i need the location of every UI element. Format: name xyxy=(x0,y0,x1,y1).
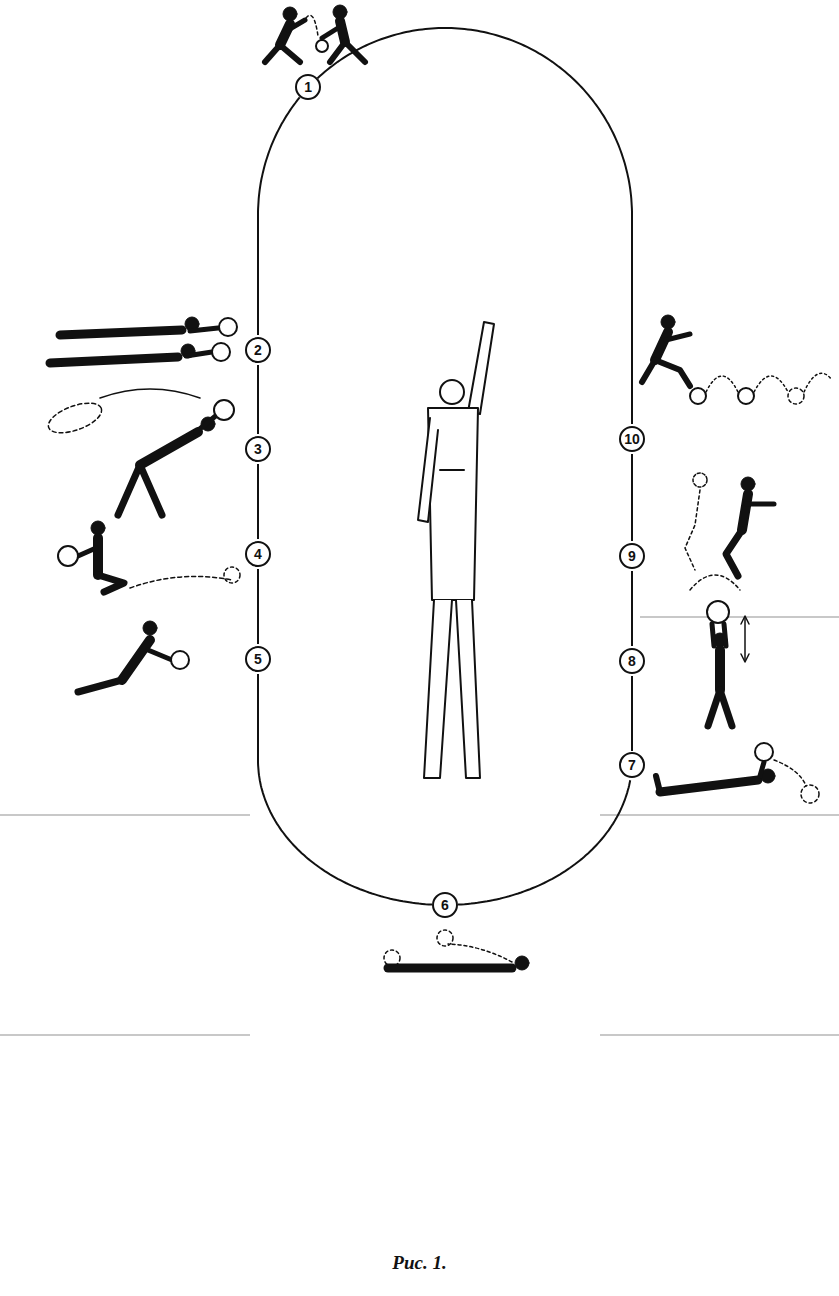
overhead-ball-figure xyxy=(707,601,749,726)
jumping-figure xyxy=(685,473,774,590)
figure-caption: Рис. 1. xyxy=(0,1252,839,1274)
track-segment xyxy=(631,454,633,541)
running-figure xyxy=(642,315,832,404)
station-number: 10 xyxy=(624,432,640,446)
kneeling-figure xyxy=(58,521,240,592)
station-circle: 1 xyxy=(295,74,321,100)
station-circle: 3 xyxy=(245,436,271,462)
station-number: 2 xyxy=(254,343,262,357)
prone-figure xyxy=(656,743,819,803)
station-number: 5 xyxy=(254,652,262,666)
track-segment xyxy=(631,571,633,646)
track-segment xyxy=(257,569,259,644)
station-number: 7 xyxy=(628,758,636,772)
track-segment xyxy=(631,676,633,751)
station-circle: 10 xyxy=(619,426,645,452)
station-number: 4 xyxy=(254,547,262,561)
station-circle: 5 xyxy=(245,646,271,672)
station-circle: 8 xyxy=(619,648,645,674)
supine-figure xyxy=(384,930,529,970)
station-number: 6 xyxy=(441,898,449,912)
coach-figure xyxy=(418,322,494,778)
station-circle: 4 xyxy=(245,541,271,567)
station-circle: 6 xyxy=(432,892,458,918)
station-number: 3 xyxy=(254,442,262,456)
station-circle: 9 xyxy=(619,543,645,569)
bleed-through-rules xyxy=(0,617,839,1035)
station-circle: 2 xyxy=(245,337,271,363)
station-number: 9 xyxy=(628,549,636,563)
lying-figures xyxy=(50,317,237,363)
track-segment xyxy=(258,674,432,905)
track-segment xyxy=(257,464,259,539)
station-number: 8 xyxy=(628,654,636,668)
track-segment xyxy=(458,780,630,904)
sitting-figure xyxy=(78,621,189,692)
track-segment xyxy=(257,365,259,434)
track-segment xyxy=(258,97,300,335)
side-bend-figure xyxy=(45,389,234,515)
track-segment xyxy=(318,28,633,424)
station-circle: 7 xyxy=(619,752,645,778)
station-number: 1 xyxy=(304,80,312,94)
